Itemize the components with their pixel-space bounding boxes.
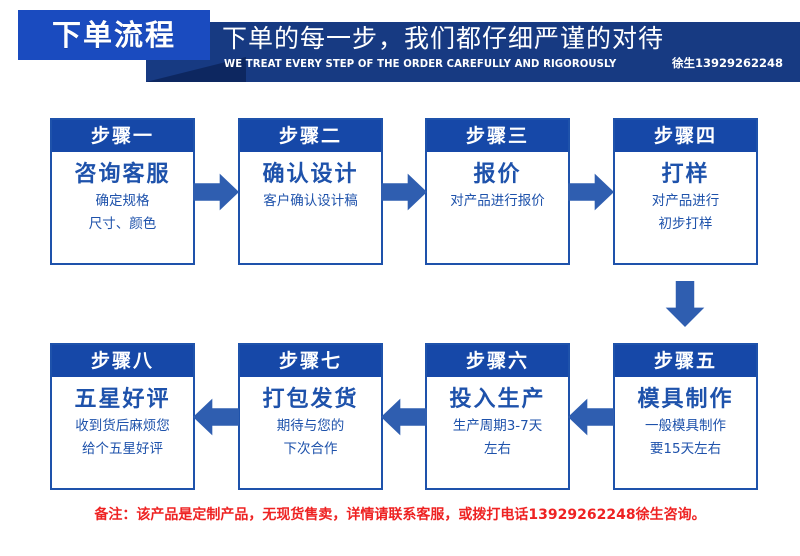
header-headline-cn: 下单的每一步，我们都仔细严谨的对待 <box>222 24 665 53</box>
step-desc-5-line-2: 要15天左右 <box>649 440 722 457</box>
step-desc-8-line-1: 收到货后麻烦您 <box>75 417 170 434</box>
header-flag: 下单流程 <box>18 10 210 60</box>
step-badge-4: 步骤四 <box>615 120 756 152</box>
step-body-4: 打样 对产品进行 初步打样 <box>615 152 756 263</box>
arrow-right-icon-step2-to-step3 <box>381 173 427 211</box>
step-badge-6: 步骤六 <box>427 345 568 377</box>
step-card-4: 步骤四 打样 对产品进行 初步打样 <box>613 118 758 265</box>
step-badge-5: 步骤五 <box>615 345 756 377</box>
step-title-6: 投入生产 <box>449 387 546 412</box>
arrow-left-icon-step6-to-step7 <box>381 398 427 436</box>
page-header: 下单流程 下单的每一步，我们都仔细严谨的对待 WE TREAT EVERY ST… <box>0 0 800 92</box>
step-title-3: 报价 <box>473 162 522 187</box>
step-card-6: 步骤六 投入生产 生产周期3-7天 左右 <box>425 343 570 490</box>
header-headline-en: WE TREAT EVERY STEP OF THE ORDER CAREFUL… <box>224 58 617 70</box>
step-card-5: 步骤五 模具制作 一般模具制作 要15天左右 <box>613 343 758 490</box>
step-badge-1: 步骤一 <box>52 120 193 152</box>
header-ribbon-band <box>146 22 800 82</box>
step-desc-4-line-1: 对产品进行 <box>651 192 720 209</box>
step-desc-5-line-1: 一般模具制作 <box>645 417 726 434</box>
footer-remark: 备注：该产品是定制产品，无现货售卖，详情请联系客服，或拨打电话139292622… <box>94 507 706 523</box>
step-card-8: 步骤八 五星好评 收到货后麻烦您 给个五星好评 <box>50 343 195 490</box>
step-desc-4-line-2: 初步打样 <box>658 215 713 232</box>
header-contact-phone: 徐生13929262248 <box>672 56 784 70</box>
step-title-7: 打包发货 <box>262 387 359 412</box>
step-desc-7-line-1: 期待与您的 <box>276 417 345 434</box>
step-desc-1-line-1: 确定规格 <box>95 192 150 209</box>
step-desc-6-line-1: 生产周期3-7天 <box>452 417 543 434</box>
step-badge-7: 步骤七 <box>240 345 381 377</box>
step-card-3: 步骤三 报价 对产品进行报价 <box>425 118 570 265</box>
step-title-4: 打样 <box>661 162 710 187</box>
arrow-left-icon-step5-to-step6 <box>568 398 614 436</box>
step-body-2: 确认设计 客户确认设计稿 <box>240 152 381 263</box>
step-card-7: 步骤七 打包发货 期待与您的 下次合作 <box>238 343 383 490</box>
step-desc-3-line-1: 对产品进行报价 <box>450 192 545 209</box>
step-body-6: 投入生产 生产周期3-7天 左右 <box>427 377 568 488</box>
step-body-5: 模具制作 一般模具制作 要15天左右 <box>615 377 756 488</box>
step-title-8: 五星好评 <box>74 387 171 412</box>
step-badge-8: 步骤八 <box>52 345 193 377</box>
step-badge-2: 步骤二 <box>240 120 381 152</box>
arrow-right-icon-step3-to-step4 <box>568 173 614 211</box>
step-title-1: 咨询客服 <box>74 162 171 187</box>
step-desc-7-line-2: 下次合作 <box>283 440 338 457</box>
step-card-2: 步骤二 确认设计 客户确认设计稿 <box>238 118 383 265</box>
step-desc-2-line-1: 客户确认设计稿 <box>263 192 358 209</box>
step-desc-8-line-2: 给个五星好评 <box>82 440 163 457</box>
step-title-5: 模具制作 <box>637 387 734 412</box>
step-card-1: 步骤一 咨询客服 确定规格 尺寸、颜色 <box>50 118 195 265</box>
step-title-2: 确认设计 <box>262 162 359 187</box>
step-desc-1-line-2: 尺寸、颜色 <box>88 215 157 232</box>
arrow-down-icon-step4-to-step5 <box>665 281 705 327</box>
step-badge-3: 步骤三 <box>427 120 568 152</box>
arrow-right-icon-step1-to-step2 <box>193 173 239 211</box>
arrow-left-icon-step7-to-step8 <box>193 398 239 436</box>
step-desc-6-line-2: 左右 <box>484 440 511 457</box>
step-body-1: 咨询客服 确定规格 尺寸、颜色 <box>52 152 193 263</box>
step-body-7: 打包发货 期待与您的 下次合作 <box>240 377 381 488</box>
step-body-8: 五星好评 收到货后麻烦您 给个五星好评 <box>52 377 193 488</box>
page-title: 下单流程 <box>51 17 176 52</box>
step-body-3: 报价 对产品进行报价 <box>427 152 568 263</box>
